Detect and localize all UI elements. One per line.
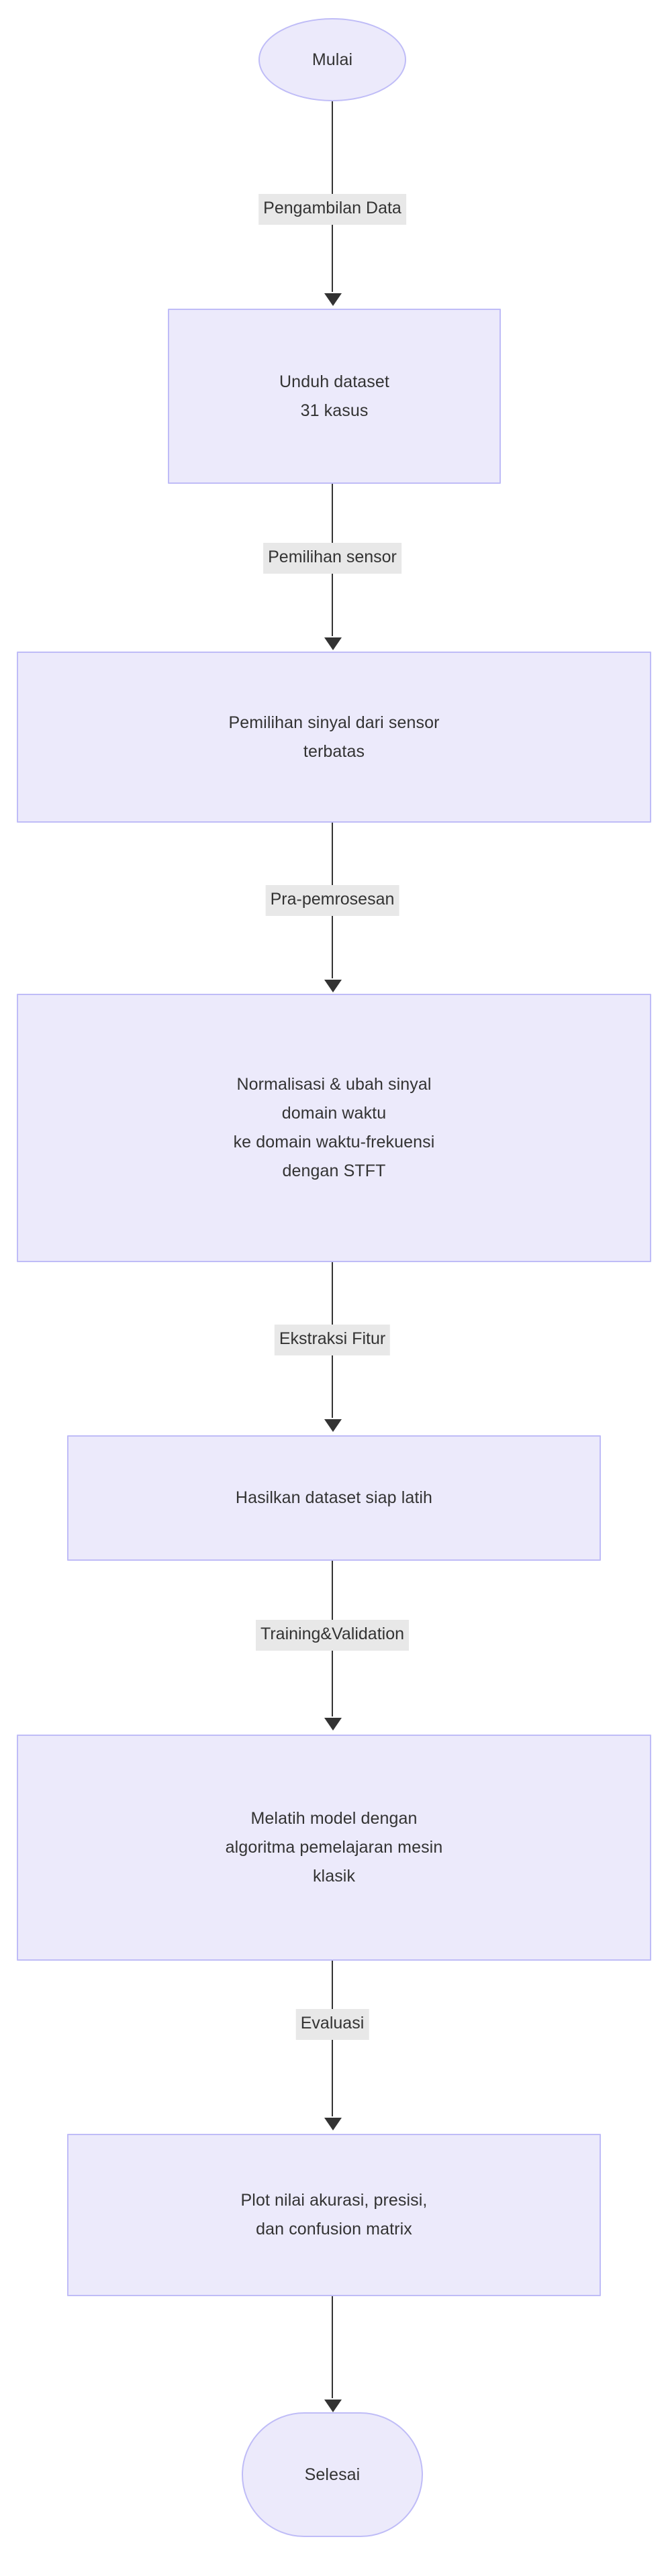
edge-mulai-unduh-arrow <box>324 293 342 306</box>
edge-hasilkan-melatih-arrow <box>324 1718 342 1731</box>
node-mulai[interactable]: Mulai <box>258 18 406 101</box>
node-pemilihan-sinyal[interactable]: Pemilihan sinyal dari sensor terbatas <box>17 652 651 823</box>
edge-unduh-pemilihan-arrow <box>324 637 342 650</box>
node-selesai[interactable]: Selesai <box>242 2412 423 2537</box>
node-mulai-label: Mulai <box>312 50 353 69</box>
edge-plot-selesai-arrow <box>324 2400 342 2412</box>
node-melatih-model-label: Melatih model dengan algoritma pemelajar… <box>225 1809 443 1886</box>
node-hasilkan-dataset-label: Hasilkan dataset siap latih <box>235 1488 433 1507</box>
edge-melatih-plot-arrow <box>324 2118 342 2130</box>
node-plot-metrik[interactable]: Plot nilai akurasi, presisi, dan confusi… <box>67 2134 601 2296</box>
node-plot-metrik-label: Plot nilai akurasi, presisi, dan confusi… <box>240 2191 428 2238</box>
edge-label-evaluasi: Evaluasi <box>295 2009 369 2040</box>
node-pemilihan-sinyal-label: Pemilihan sinyal dari sensor terbatas <box>228 713 440 761</box>
edge-label-ekstraksi-fitur: Ekstraksi Fitur <box>274 1325 391 1355</box>
edge-label-training-validation: Training&Validation <box>255 1620 410 1651</box>
edge-label-pengambilan-data: Pengambilan Data <box>258 194 406 225</box>
edge-pemilihan-normalisasi-arrow <box>324 980 342 992</box>
node-unduh-dataset-label: Unduh dataset 31 kasus <box>279 372 389 420</box>
node-melatih-model[interactable]: Melatih model dengan algoritma pemelajar… <box>17 1735 651 1961</box>
edge-label-pra-pemrosesan: Pra-pemrosesan <box>265 885 399 916</box>
node-normalisasi-stft[interactable]: Normalisasi & ubah sinyal domain waktu k… <box>17 994 651 1262</box>
edge-plot-selesai-line <box>332 2296 333 2398</box>
node-normalisasi-stft-label: Normalisasi & ubah sinyal domain waktu k… <box>233 1075 435 1180</box>
node-unduh-dataset[interactable]: Unduh dataset 31 kasus <box>168 309 501 484</box>
node-selesai-label: Selesai <box>304 2465 361 2484</box>
edge-normalisasi-hasilkan-arrow <box>324 1419 342 1432</box>
edge-label-pemilihan-sensor: Pemilihan sensor <box>263 543 401 574</box>
node-hasilkan-dataset[interactable]: Hasilkan dataset siap latih <box>67 1435 601 1561</box>
